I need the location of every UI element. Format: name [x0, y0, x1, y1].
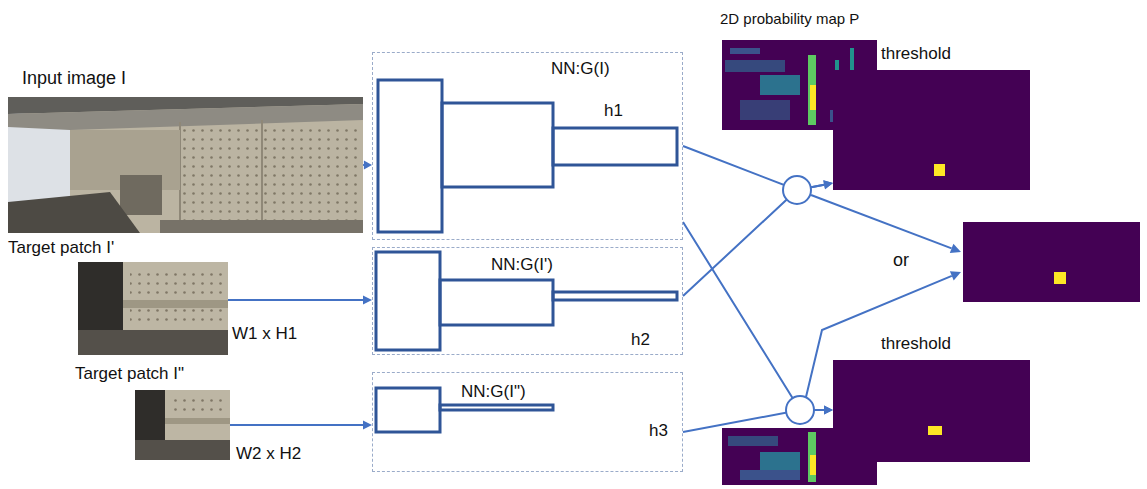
node-title: Target patch I': [8, 238, 114, 258]
node-label: W1 x H1: [232, 324, 297, 344]
threshold-map: threshold: [833, 360, 1030, 462]
arrow-head: [823, 180, 833, 189]
node-title: threshold: [881, 334, 951, 354]
node-title: Input image I: [22, 68, 126, 89]
arrow-head: [824, 406, 833, 415]
node-label: h2: [631, 330, 650, 350]
combine-circle: [783, 176, 811, 204]
arrow-head: [363, 296, 372, 305]
combine-circle: [786, 396, 814, 424]
connector-arrow: [683, 222, 833, 415]
node-label: h1: [604, 101, 623, 121]
node-label: W2 x H2: [236, 444, 301, 464]
network-layers: [376, 80, 677, 432]
node-label: h3: [649, 421, 668, 441]
node-title: NN:G(I): [551, 59, 610, 79]
arrow-head: [824, 406, 833, 415]
free-label: or: [893, 250, 909, 271]
network-box: NN:G(I) h1: [372, 52, 683, 240]
connector-line: [230, 424, 363, 426]
connector-arrow: [683, 146, 833, 190]
network-box: NN:G(I") h3: [372, 372, 683, 472]
connector-arrow: [683, 180, 833, 296]
node-title: 2D probability map P: [720, 10, 859, 27]
node-title: NN:G(I'): [491, 255, 553, 275]
connector-arrow: [230, 421, 372, 430]
patch-photo: [78, 262, 228, 355]
arrow-head: [823, 180, 833, 189]
arrow-head: [364, 161, 372, 170]
threshold-map: threshold: [833, 70, 1030, 190]
connector-line: [683, 222, 824, 410]
output-map: [963, 222, 1140, 302]
connector-arrow: [228, 296, 372, 305]
node-title: NN:G(I"): [461, 382, 526, 402]
target-patch: Target patch I"W2 x H2: [135, 390, 230, 460]
connector-line: [228, 299, 363, 301]
bridge-photo: [8, 97, 363, 233]
node-title: Target patch I": [75, 364, 184, 384]
node-title: threshold: [881, 44, 951, 64]
probability-map: 2D probability map P: [722, 40, 877, 130]
output-arrow: [806, 195, 961, 397]
connector-arrow: [363, 161, 372, 170]
target-patch: Target patch I'W1 x H1: [78, 262, 228, 355]
patch-photo: [135, 390, 230, 460]
input-image: Input image I: [8, 97, 363, 233]
arrow-head: [363, 421, 372, 430]
network-box: NN:G(I') h2: [372, 247, 683, 355]
